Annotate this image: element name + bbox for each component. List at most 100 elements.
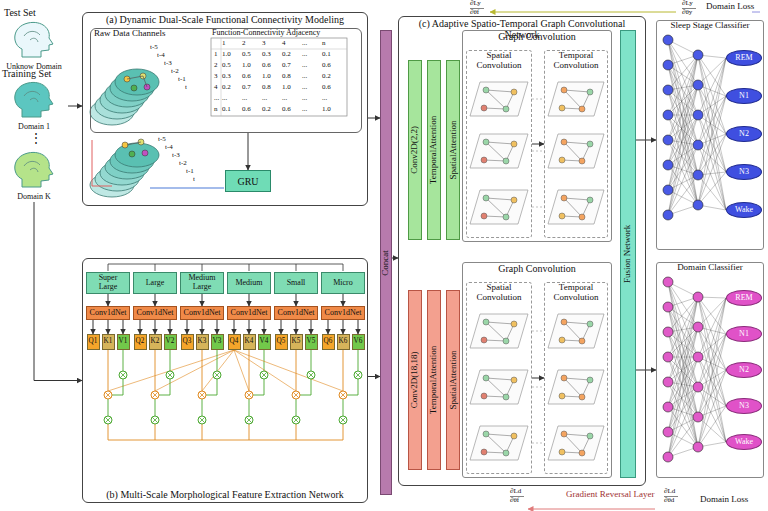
line bbox=[217, 350, 218, 371]
node-text: Small bbox=[285, 279, 308, 288]
class-ellipse: Wake bbox=[726, 202, 762, 218]
graph-vertex bbox=[511, 377, 517, 383]
matrix-cell: 0.2 bbox=[322, 73, 331, 81]
line bbox=[202, 350, 203, 391]
neuron bbox=[663, 402, 673, 412]
connector bbox=[93, 320, 94, 334]
neuron bbox=[663, 352, 673, 362]
product-symbol bbox=[105, 392, 111, 398]
connector bbox=[343, 294, 344, 306]
process-box: Temporal Convolution bbox=[544, 50, 608, 238]
line bbox=[311, 379, 312, 395]
graph-vertex bbox=[579, 106, 585, 112]
gradient-arrow bbox=[752, 12, 760, 13]
layer-bar: SpatialAttention bbox=[446, 60, 460, 240]
node-text: N3 bbox=[737, 168, 751, 177]
connector bbox=[281, 320, 282, 334]
class-ellipse: N1 bbox=[726, 88, 762, 104]
matrix-cell: 0.6 bbox=[262, 62, 271, 70]
product-symbol bbox=[167, 372, 173, 378]
weight-line bbox=[698, 370, 726, 447]
line bbox=[143, 76, 147, 87]
label: t-3 bbox=[164, 60, 172, 68]
matrix-cell: 1 bbox=[222, 40, 226, 48]
connector bbox=[217, 320, 218, 334]
process-box: Medium Large bbox=[180, 272, 224, 294]
node-text: N1 bbox=[737, 92, 751, 101]
process-box: Conv1dNet bbox=[321, 306, 365, 320]
label: ∂θd bbox=[664, 497, 674, 505]
connector bbox=[155, 294, 156, 306]
line bbox=[108, 350, 109, 391]
process-box: Super Large bbox=[86, 272, 130, 294]
graph-vertex bbox=[483, 375, 489, 381]
node-text: Domain Classifier bbox=[657, 263, 763, 273]
label: ∂Ld bbox=[510, 488, 521, 496]
classifier-box: Domain ClassifierREMN1N2N3Wake bbox=[656, 262, 764, 478]
process-box: Q4 bbox=[228, 334, 241, 350]
neuron bbox=[663, 35, 673, 45]
graph-vertex bbox=[481, 337, 487, 343]
graph-vertex bbox=[483, 139, 489, 145]
weight-line bbox=[698, 134, 726, 175]
neuron bbox=[663, 185, 673, 195]
process-box: Spatial Convolution bbox=[466, 50, 532, 238]
matrix-cell: 0.2 bbox=[262, 106, 271, 114]
product-symbol bbox=[246, 417, 252, 423]
node-text: Domain 1 bbox=[0, 123, 68, 132]
neuron bbox=[693, 200, 703, 210]
product-symbol bbox=[292, 416, 300, 424]
product-symbol bbox=[246, 392, 252, 398]
matrix-cell: ... bbox=[282, 95, 287, 103]
matrix-frame bbox=[211, 38, 347, 116]
neuron bbox=[663, 327, 673, 337]
flow-line bbox=[532, 207, 544, 208]
product-symbol bbox=[151, 391, 159, 399]
matrix-cell: 0.3 bbox=[222, 73, 231, 81]
gradient-arrow bbox=[490, 12, 676, 13]
product-symbol bbox=[199, 392, 205, 398]
connector bbox=[34, 202, 82, 381]
line bbox=[486, 378, 506, 397]
process-box: Q3 bbox=[181, 334, 194, 350]
process-box: Raw Data Channels bbox=[90, 28, 362, 133]
product-symbol bbox=[120, 372, 126, 378]
weight-line bbox=[668, 115, 698, 140]
matrix-cell: 1.0 bbox=[322, 106, 331, 114]
graph-plate bbox=[548, 134, 604, 168]
connector bbox=[108, 294, 109, 306]
weight-line bbox=[668, 417, 698, 457]
product-symbol bbox=[293, 392, 299, 398]
class-ellipse: N2 bbox=[726, 362, 762, 378]
neuron bbox=[693, 382, 703, 392]
matrix-cell: 0.1 bbox=[322, 51, 331, 59]
line bbox=[127, 142, 141, 145]
graph-vertex bbox=[559, 213, 565, 219]
neuron bbox=[693, 412, 703, 422]
weight-line bbox=[668, 297, 698, 432]
node-text: Conv1dNet bbox=[88, 309, 129, 318]
graph-vertex bbox=[561, 139, 567, 145]
graph-vertex bbox=[481, 393, 487, 399]
line bbox=[108, 424, 109, 440]
line bbox=[155, 350, 156, 391]
node-text: Conv2D(18,18) bbox=[410, 350, 420, 411]
matrix-cell: 1.0 bbox=[242, 62, 251, 70]
class-ellipse: N1 bbox=[726, 326, 762, 342]
line bbox=[123, 379, 124, 395]
line bbox=[358, 350, 359, 371]
connector bbox=[358, 320, 359, 334]
line bbox=[564, 378, 582, 397]
product-symbol bbox=[120, 372, 126, 378]
brain-fold bbox=[24, 31, 40, 42]
product-symbol bbox=[354, 371, 362, 379]
matrix-cell: 0.5 bbox=[242, 51, 251, 59]
connector bbox=[249, 320, 250, 334]
matrix-cell: 0.3 bbox=[262, 51, 271, 59]
matrix-cell: ... bbox=[242, 95, 247, 103]
line bbox=[108, 440, 343, 441]
graph-vertex bbox=[483, 195, 489, 201]
matrix-cell: 0.6 bbox=[322, 62, 331, 70]
matrix-cell: 3 bbox=[214, 73, 218, 81]
attention-line bbox=[234, 350, 296, 391]
